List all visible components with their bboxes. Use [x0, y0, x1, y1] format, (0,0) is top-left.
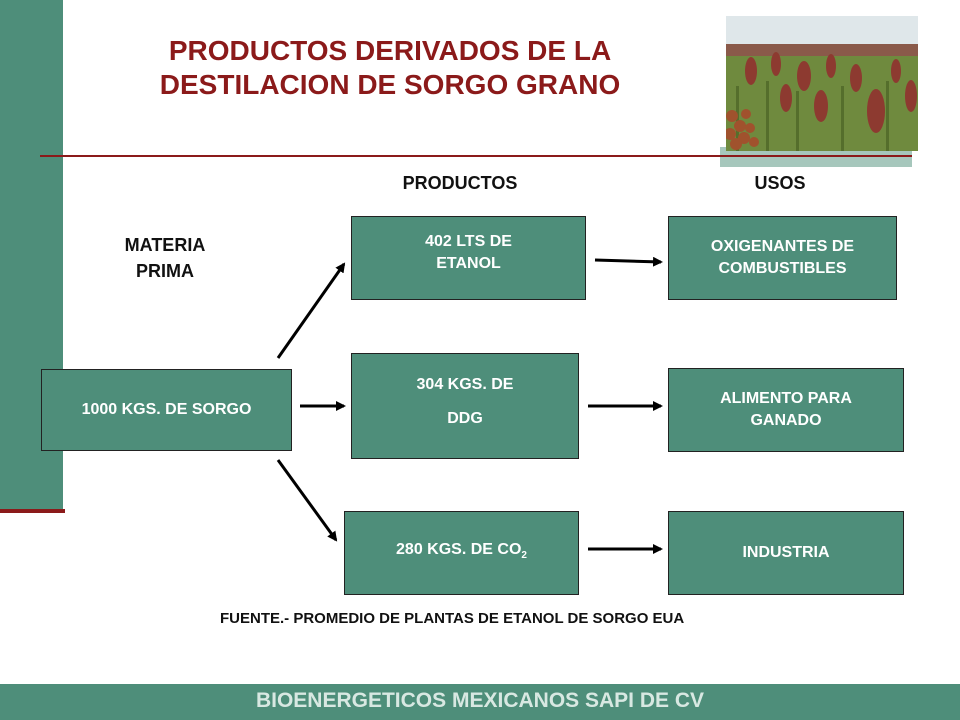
title-line-1: PRODUCTOS DERIVADOS DE LA	[168, 35, 612, 66]
node-sorgo-input: 1000 KGS. DE SORGO	[41, 369, 292, 451]
header-usos: USOS	[754, 173, 806, 193]
footer-bar: BIOENERGETICOS MEXICANOS SAPI DE CV	[0, 684, 960, 720]
arrow-etanol-to-oxigenantes	[594, 256, 663, 267]
node-ddg: 304 KGS. DE DDG	[351, 353, 579, 459]
photo-shadow	[720, 147, 912, 167]
node-etanol-line-2: ETANOL	[436, 255, 501, 272]
node-co2-main: 280 KGS. DE CO	[396, 540, 522, 558]
node-alimento-line-2: GANADO	[750, 412, 822, 429]
node-ddg-line-2: DDG	[447, 410, 483, 427]
page-title: PRODUCTOS DERIVADOS DE LA DESTILACION DE…	[100, 34, 680, 102]
sorghum-field-photo	[726, 16, 918, 151]
node-sorgo-label: 1000 KGS. DE SORGO	[81, 401, 252, 418]
footer-company-name: BIOENERGETICOS MEXICANOS SAPI DE CV	[255, 689, 705, 712]
node-uso-oxigenantes: OXIGENANTES DE COMBUSTIBLES	[668, 216, 897, 300]
header-productos: PRODUCTOS	[402, 173, 518, 193]
title-divider	[40, 155, 912, 157]
node-oxigenantes-line-1: OXIGENANTES DE	[710, 238, 855, 255]
node-oxigenantes-line-2: COMBUSTIBLES	[718, 260, 847, 277]
arrow-sorgo-to-etanol	[276, 262, 346, 359]
left-bar-underline	[0, 509, 65, 513]
node-etanol-line-1: 402 LTS DE	[425, 233, 512, 250]
materia-line-1: MATERIA	[124, 235, 206, 255]
node-uso-industria: INDUSTRIA	[668, 511, 904, 595]
node-alimento-line-1: ALIMENTO PARA	[720, 390, 852, 407]
node-ddg-line-1: 304 KGS. DE	[416, 376, 514, 393]
node-co2: 280 KGS. DE CO2	[344, 511, 579, 595]
materia-line-2: PRIMA	[136, 261, 194, 281]
arrow-sorgo-to-co2	[276, 459, 338, 542]
node-industria-label: INDUSTRIA	[742, 544, 830, 561]
title-line-2: DESTILACION DE SORGO GRANO	[159, 69, 621, 100]
node-co2-label: 280 KGS. DE CO2	[396, 539, 527, 567]
node-co2-subscript: 2	[521, 550, 527, 562]
node-etanol: 402 LTS DE ETANOL	[351, 216, 586, 300]
node-uso-alimento: ALIMENTO PARA GANADO	[668, 368, 904, 452]
sorghum-field-image	[726, 16, 918, 151]
source-note: FUENTE.- PROMEDIO DE PLANTAS DE ETANOL D…	[220, 610, 685, 627]
header-materia-prima: MATERIA PRIMA	[95, 232, 235, 284]
